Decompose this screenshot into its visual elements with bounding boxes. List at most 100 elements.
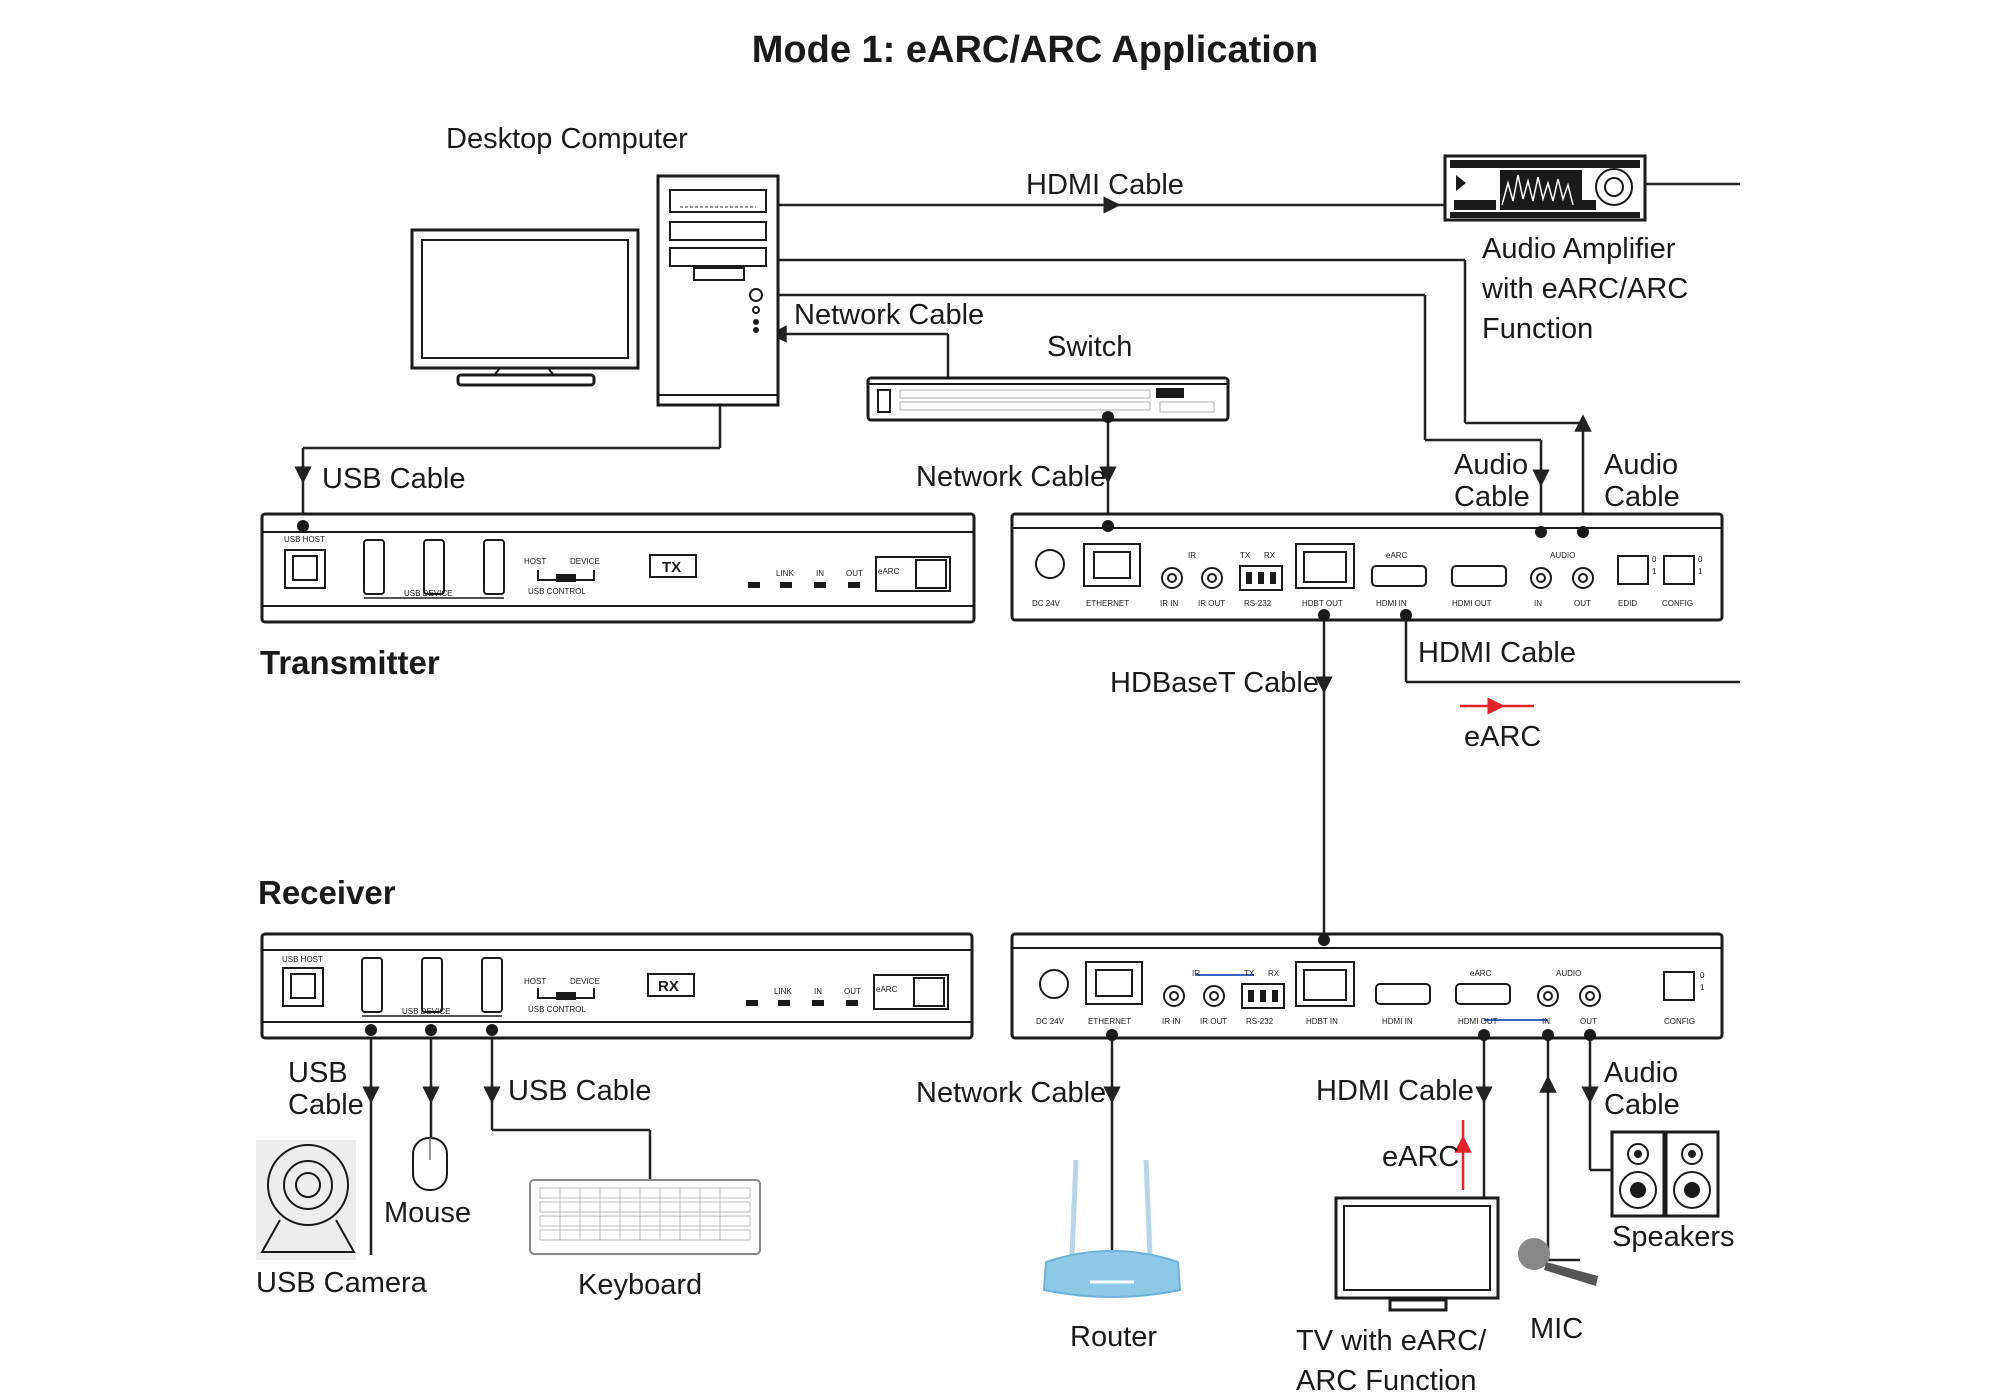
rx-port-hdmi-out: HDMI OUT bbox=[1458, 1017, 1498, 1026]
tx-ir-label: IR bbox=[1188, 551, 1196, 560]
tx-out-label: OUT bbox=[846, 569, 863, 578]
rx-config-one: 1 bbox=[1700, 983, 1705, 992]
usb-camera-icon bbox=[256, 1140, 356, 1260]
rx-usb-device-label: USB DEVICE bbox=[402, 1007, 450, 1016]
label-router: Router bbox=[1070, 1321, 1157, 1353]
speakers-icon bbox=[1610, 1130, 1720, 1218]
rx-usb-host-label: USB HOST bbox=[282, 955, 323, 964]
label-mic: MIC bbox=[1530, 1313, 1583, 1345]
tx-port-ir-in: IR IN bbox=[1160, 599, 1178, 608]
rx-ir-label: IR bbox=[1192, 969, 1200, 978]
rx-earc-label: eARC bbox=[876, 985, 898, 994]
wires bbox=[294, 182, 1740, 1262]
tx-port-edid: EDID bbox=[1618, 599, 1637, 608]
label-usb-camera: USB Camera bbox=[256, 1267, 428, 1299]
rx-port-hdmi-in: HDMI IN bbox=[1382, 1017, 1413, 1026]
microphone-icon bbox=[1518, 1238, 1598, 1286]
label-audio-amplifier-1: Audio Amplifier bbox=[1482, 233, 1676, 265]
rx-audio-label: AUDIO bbox=[1556, 969, 1581, 978]
tx-link-label: LINK bbox=[776, 569, 794, 578]
rx-host-label: HOST bbox=[524, 977, 546, 986]
label-earc-tx: eARC bbox=[1464, 721, 1541, 753]
router-icon bbox=[1042, 1159, 1182, 1298]
tx-port-dc: DC 24V bbox=[1032, 599, 1061, 608]
label-audio-amplifier-2: with eARC/ARC bbox=[1481, 273, 1688, 305]
tx-port-rs232: RS-232 bbox=[1244, 599, 1272, 608]
label-audio-cable-left-2: Cable bbox=[1454, 481, 1530, 513]
label-audio-cable-right-1: Audio bbox=[1604, 449, 1678, 481]
label-hdmi-cable-tx: HDMI Cable bbox=[1418, 637, 1576, 669]
tx-port-ethernet: ETHERNET bbox=[1086, 599, 1129, 608]
tx-port-hdmi-out: HDMI OUT bbox=[1452, 599, 1492, 608]
desktop-tower-icon bbox=[656, 174, 780, 407]
label-network-cable-tx: Network Cable bbox=[916, 461, 1106, 493]
label-earc-rx: eARC bbox=[1382, 1141, 1459, 1173]
label-network-cable-pc: Network Cable bbox=[794, 299, 984, 331]
tx-device-label: DEVICE bbox=[570, 557, 600, 566]
label-speakers: Speakers bbox=[1612, 1221, 1735, 1253]
rx-port-config: CONFIG bbox=[1664, 1017, 1695, 1026]
label-hdmi-cable-rx: HDMI Cable bbox=[1316, 1075, 1474, 1107]
rx-port-rs232: RS-232 bbox=[1246, 1017, 1274, 1026]
tx-audio-label: AUDIO bbox=[1550, 551, 1575, 560]
label-transmitter: Transmitter bbox=[260, 644, 440, 681]
tx-tx-label: TX bbox=[1240, 551, 1251, 560]
monitor-icon bbox=[410, 228, 640, 387]
keyboard-icon bbox=[529, 1179, 761, 1255]
tx-rx-label: RX bbox=[1264, 551, 1276, 560]
label-tv-1: TV with eARC/ bbox=[1296, 1325, 1487, 1357]
transmitter-front-panel: USB HOST USB DEVICE HOST DEVICE USB CONT… bbox=[260, 512, 976, 624]
rx-port-ir-in: IR IN bbox=[1162, 1017, 1180, 1026]
tx-port-config: CONFIG bbox=[1662, 599, 1693, 608]
rx-port-hdbt-in: HDBT IN bbox=[1306, 1017, 1338, 1026]
label-audio-cable-rx-2: Cable bbox=[1604, 1089, 1680, 1121]
tx-usb-device-label: USB DEVICE bbox=[404, 589, 452, 598]
tx-config-one: 1 bbox=[1698, 567, 1703, 576]
rx-usb-control-label: USB CONTROL bbox=[528, 1005, 586, 1014]
rx-in-label: IN bbox=[814, 987, 822, 996]
label-keyboard: Keyboard bbox=[578, 1269, 702, 1301]
rx-device-label: DEVICE bbox=[570, 977, 600, 986]
connection-dots bbox=[297, 411, 1596, 1041]
label-audio-cable-rx-1: Audio bbox=[1604, 1057, 1678, 1089]
label-audio-cable-right-2: Cable bbox=[1604, 481, 1680, 513]
tx-usb-host-label: USB HOST bbox=[284, 535, 325, 544]
label-usb-cable-tx: USB Cable bbox=[322, 463, 465, 495]
rx-rx-label: RX bbox=[1268, 969, 1280, 978]
rx-link-label: LINK bbox=[774, 987, 792, 996]
receiver-front-panel: USB HOST USB DEVICE HOST DEVICE USB CONT… bbox=[260, 932, 974, 1040]
label-receiver: Receiver bbox=[258, 874, 396, 911]
rx-earc-port-label: eARC bbox=[1470, 969, 1492, 978]
tx-edid-one: 1 bbox=[1652, 567, 1657, 576]
label-audio-cable-left-1: Audio bbox=[1454, 449, 1528, 481]
transmitter-rear-panel: DC 24V ETHERNET IR IN IR OUT RS-232 HDBT… bbox=[1010, 512, 1724, 622]
label-desktop-computer: Desktop Computer bbox=[446, 123, 688, 155]
tx-port-ir-out: IR OUT bbox=[1198, 599, 1225, 608]
tx-earc-label: eARC bbox=[878, 567, 900, 576]
tx-port-hdmi-in: HDMI IN bbox=[1376, 599, 1407, 608]
tx-host-label: HOST bbox=[524, 557, 546, 566]
rx-out-label: OUT bbox=[844, 987, 861, 996]
rx-port-ir-out: IR OUT bbox=[1200, 1017, 1227, 1026]
receiver-rear-panel: DC 24V ETHERNET IR IN IR OUT RS-232 HDBT… bbox=[1010, 932, 1724, 1040]
label-usb-cable-rx-left-1: USB bbox=[288, 1057, 348, 1089]
label-hdbaset-cable: HDBaseT Cable bbox=[1110, 667, 1319, 699]
tx-edid-zero: 0 bbox=[1652, 555, 1657, 564]
tx-port-audio-out: OUT bbox=[1574, 599, 1591, 608]
tx-earc-port-label: eARC bbox=[1386, 551, 1408, 560]
rx-tx-label: TX bbox=[1244, 969, 1255, 978]
tx-port-hdbt-out: HDBT OUT bbox=[1302, 599, 1343, 608]
tx-port-audio-in: IN bbox=[1534, 599, 1542, 608]
rx-port-audio-in: IN bbox=[1542, 1017, 1550, 1026]
diagram-title: Mode 1: eARC/ARC Application bbox=[752, 29, 1319, 71]
label-mouse: Mouse bbox=[384, 1197, 471, 1229]
network-switch-icon bbox=[866, 376, 1230, 422]
rx-port-audio-out: OUT bbox=[1580, 1017, 1597, 1026]
tx-in-label: IN bbox=[816, 569, 824, 578]
label-usb-cable-rx-right: USB Cable bbox=[508, 1075, 651, 1107]
label-tv-2: ARC Function bbox=[1296, 1365, 1477, 1397]
tx-badge: TX bbox=[662, 559, 681, 576]
label-hdmi-cable-top: HDMI Cable bbox=[1026, 169, 1184, 201]
rx-port-dc: DC 24V bbox=[1036, 1017, 1065, 1026]
